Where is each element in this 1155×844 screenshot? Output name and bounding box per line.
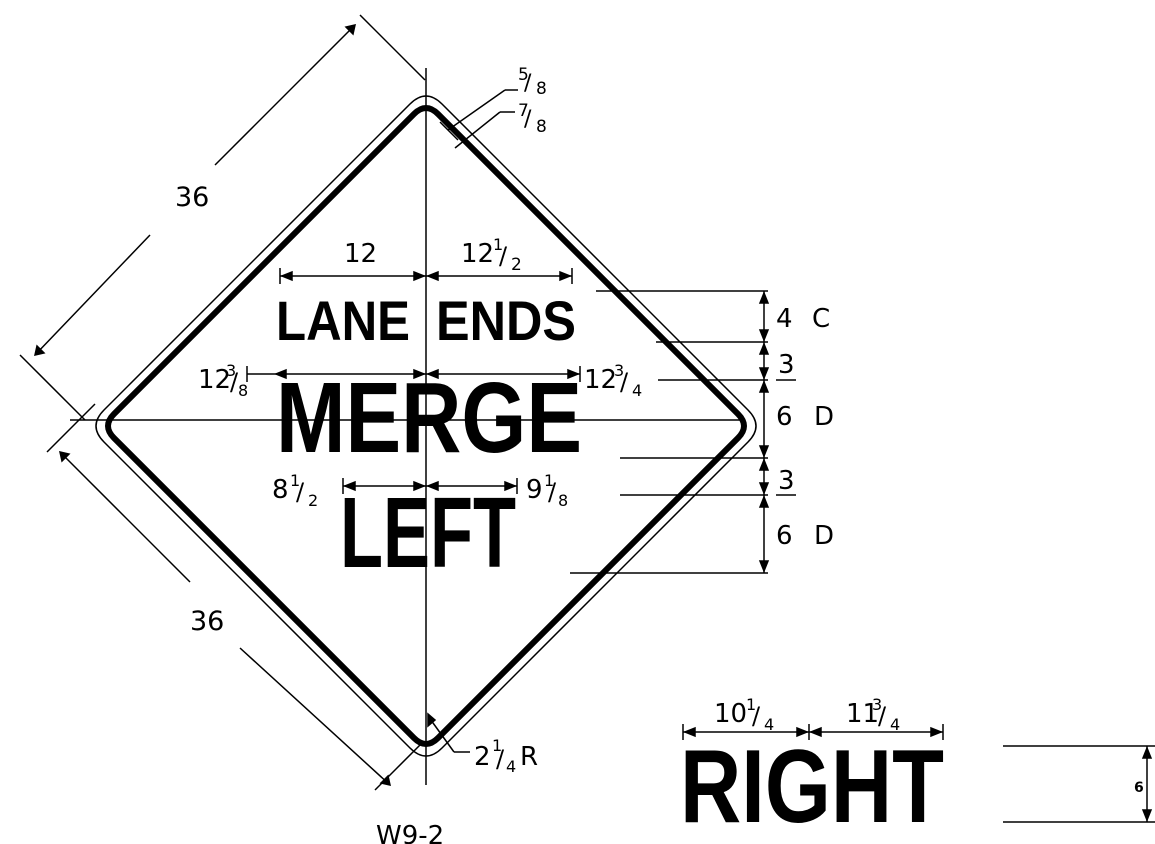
stack-1-value: 4 — [776, 304, 793, 334]
dim-left-right-slash: / — [548, 478, 557, 506]
dim-left-left-whole: 8 — [272, 475, 289, 505]
dim-left-right-num: 1 — [544, 471, 554, 490]
stack-3-value: 6 — [776, 402, 793, 432]
legend-merge: MERGE — [276, 362, 582, 474]
stack-3-series: D — [814, 402, 834, 432]
dim-side-upper — [19, 14, 426, 421]
dim-merge-left-den: 8 — [238, 381, 248, 400]
dim-side-upper-label: 36 — [175, 182, 209, 213]
dim-right-left-den: 4 — [764, 715, 774, 734]
dim-merge-left-num: 3 — [226, 361, 236, 380]
stack-4-value: 3 — [778, 466, 795, 496]
dim-side-lower-label: 36 — [190, 606, 224, 637]
sign-code: W9-2 — [376, 821, 444, 844]
dim-right-right-den: 4 — [890, 715, 900, 734]
dim-merge-left-whole: 12 — [198, 365, 231, 395]
sign-outer-edge — [95, 95, 757, 757]
dim-right — [682, 724, 944, 740]
dim-border-outer-num: 5 — [518, 65, 529, 85]
dim-side-lower — [46, 403, 424, 791]
dim-merge-right-den: 4 — [632, 381, 642, 400]
dim-lane-label: 12 — [344, 239, 377, 269]
dim-right-right-whole: 11 — [846, 699, 879, 729]
dim-border-outer-den: 8 — [536, 79, 547, 99]
stack-5-series: D — [814, 521, 834, 551]
dim-merge-right-whole: 12 — [584, 365, 617, 395]
center-lines — [70, 68, 745, 785]
dim-merge-right-num: 3 — [614, 361, 624, 380]
legend-right: RIGHT — [680, 729, 944, 844]
dim-left-left-den: 2 — [308, 491, 318, 510]
dim-border — [439, 89, 518, 149]
dim-right-left-whole: 10 — [714, 699, 747, 729]
dim-border-outer-slash: / — [524, 71, 532, 96]
dim-left-right-whole: 9 — [526, 475, 543, 505]
dim-border-inner-slash: / — [524, 107, 532, 132]
dim-ends-slash: / — [499, 242, 508, 270]
sign-outline — [95, 95, 757, 757]
dim-lane-ends — [279, 268, 573, 284]
dim-radius-whole: 2 — [474, 742, 491, 772]
dim-right-left-num: 1 — [746, 695, 756, 714]
dim-vertical-stack — [570, 290, 796, 574]
dim-border-inner-den: 8 — [536, 117, 547, 137]
dim-left-left-num: 1 — [290, 471, 300, 490]
dim-right-right-slash: / — [878, 702, 887, 730]
stack-2-value: 3 — [778, 350, 795, 380]
dim-ends-den: 2 — [511, 255, 522, 275]
stack-1-series: C — [812, 304, 830, 334]
dim-radius-den: 4 — [506, 757, 516, 776]
dim-right-right-num: 3 — [872, 695, 882, 714]
dim-ends-num: 1 — [493, 235, 503, 254]
dim-merge — [246, 366, 581, 382]
dim-radius — [427, 712, 470, 753]
dim-merge-left-slash: / — [230, 368, 239, 396]
dim-left — [342, 478, 518, 494]
legend-left: LEFT — [340, 477, 516, 589]
dim-right-left-slash: / — [752, 702, 761, 730]
dim-radius-suffix: R — [520, 742, 538, 772]
legend-lane: LANE — [276, 289, 410, 352]
dim-left-left-slash: / — [296, 478, 305, 506]
sign-border — [105, 105, 747, 747]
dim-right-height — [1003, 745, 1155, 823]
dim-right-height-label: 6 — [1134, 780, 1144, 796]
dim-border-inner-num: 7 — [518, 101, 529, 121]
dim-left-right-den: 8 — [558, 491, 568, 510]
legend-ends: ENDS — [436, 289, 576, 352]
dim-radius-num: 1 — [492, 736, 502, 755]
dim-merge-right-slash: / — [620, 368, 629, 396]
dim-ends-whole: 12 — [461, 239, 494, 269]
dim-radius-slash: / — [496, 745, 505, 773]
stack-5-value: 6 — [776, 521, 793, 551]
